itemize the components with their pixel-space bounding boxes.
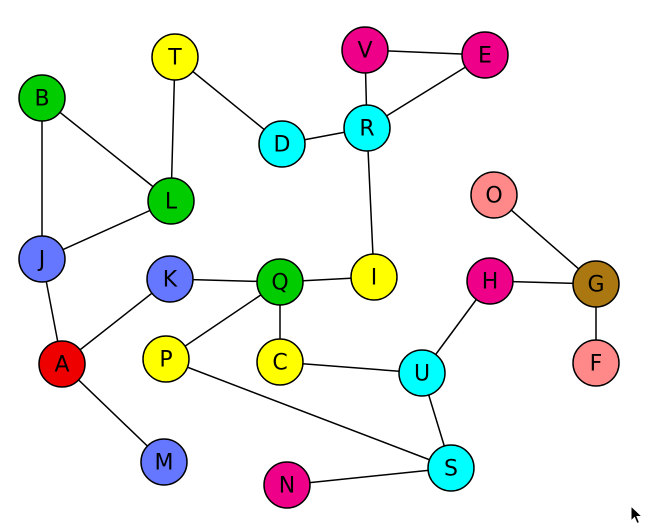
node-label: C [272,351,287,376]
node-circle [18,235,66,283]
edge-b-l [41,97,172,202]
node-circle [147,177,195,225]
node-circle [572,260,620,308]
node-label: V [357,39,372,64]
edge-group [41,49,597,486]
node-label: B [34,87,49,112]
node-circle [572,339,620,387]
node-t: T [151,33,199,81]
node-label: R [359,117,374,142]
node-label: F [590,352,603,377]
node-j: J [18,235,66,283]
node-b: B [18,74,66,122]
node-label: A [54,353,69,378]
node-g: G [572,260,620,308]
node-circle [398,349,446,397]
node-circle [466,257,514,305]
node-k: K [146,255,194,303]
node-label: U [414,362,430,387]
node-m: M [140,438,188,486]
node-circle [341,26,389,74]
node-label: Q [271,271,288,296]
node-e: E [461,31,509,79]
node-circle [258,120,306,168]
node-circle [142,335,190,383]
node-circle [38,340,86,388]
node-f: F [572,339,620,387]
node-v: V [341,26,389,74]
node-circle [256,338,304,386]
node-circle [140,438,188,486]
node-circle [256,258,304,306]
node-group: T V E B R D O L J K Q I H G A P C U F M S N [18,26,620,509]
node-label: L [165,190,178,215]
edge-s-n [286,467,452,486]
node-a: A [38,340,86,388]
node-label: I [371,266,378,291]
node-circle [470,171,518,219]
node-r: R [343,104,391,152]
node-label: H [482,270,499,295]
node-label: D [274,133,291,158]
node-label: J [37,248,46,273]
node-u: U [398,349,446,397]
node-label: M [155,451,174,476]
node-label: T [167,46,182,71]
node-label: O [485,184,502,209]
node-label: P [159,348,172,373]
node-o: O [470,171,518,219]
node-circle [427,444,475,492]
node-p: P [142,335,190,383]
node-d: D [258,120,306,168]
node-label: N [279,474,295,499]
node-circle [18,74,66,122]
node-i: I [350,253,398,301]
node-q: Q [256,258,304,306]
node-circle [343,104,391,152]
node-circle [350,253,398,301]
edge-t-l [170,56,176,202]
node-label: K [163,268,178,293]
node-c: C [256,338,304,386]
node-s: S [427,444,475,492]
node-circle [151,33,199,81]
arrow-cursor-icon [630,505,644,525]
node-label: G [587,273,604,298]
node-h: H [466,257,514,305]
node-label: E [478,44,492,69]
node-l: L [147,177,195,225]
node-label: S [444,457,458,482]
node-n: N [263,461,311,509]
node-circle [146,255,194,303]
edge-p-s [165,358,452,469]
edge-r-i [366,127,375,278]
node-circle [461,31,509,79]
node-circle [263,461,311,509]
